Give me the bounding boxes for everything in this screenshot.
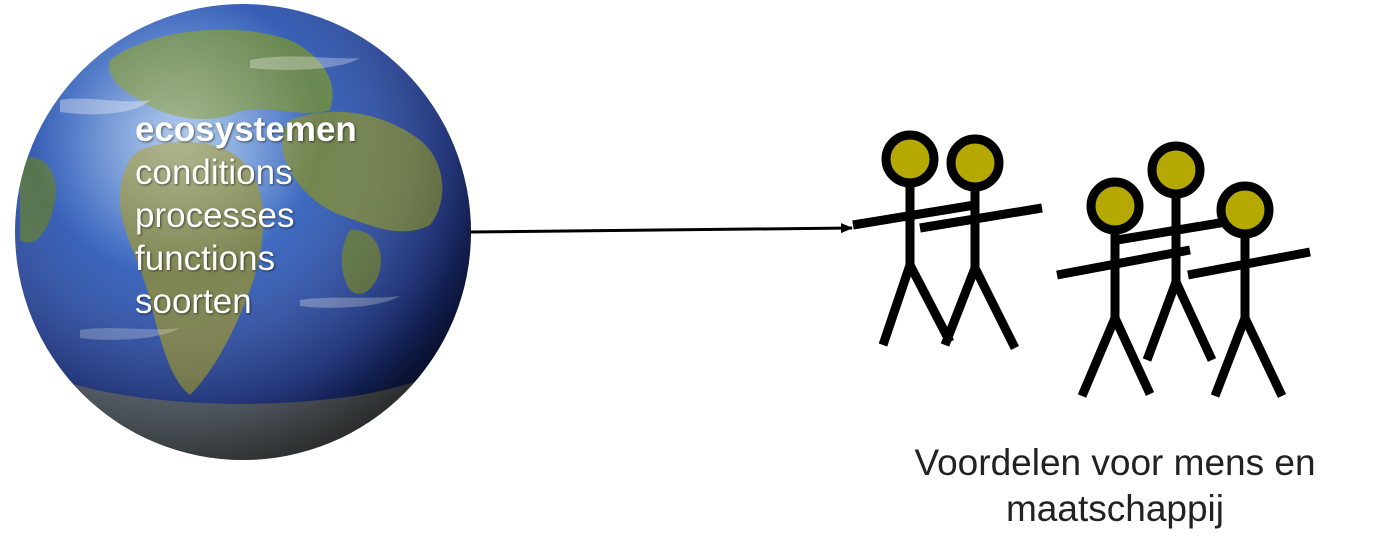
connector-arrow [470, 228, 852, 232]
benefits-caption: Voordelen voor mens en maatschappij [870, 440, 1360, 532]
figure-4-head [1152, 146, 1200, 194]
stick-figure-5 [1188, 186, 1310, 396]
people-group [853, 135, 1310, 396]
caption-line-2: maatschappij [870, 486, 1360, 532]
figure-1-head [886, 135, 934, 183]
caption-line-1: Voordelen voor mens en [870, 440, 1360, 486]
figure-5-head [1221, 186, 1269, 234]
figure-3-head [1091, 182, 1139, 230]
figure-2-head [951, 139, 999, 187]
